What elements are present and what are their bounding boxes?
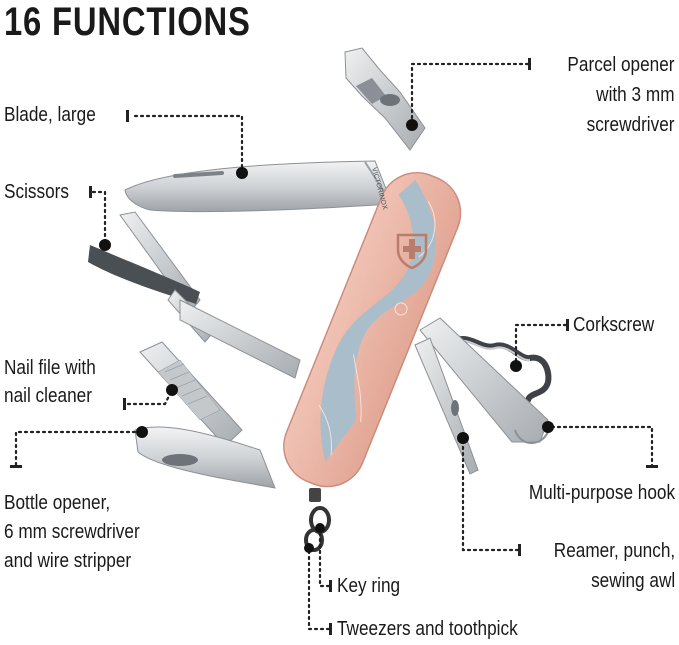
bottle-opener-tool [134,426,276,489]
leader-corkscrew [514,323,568,368]
label-scissors: Scissors [4,181,69,203]
label-corkscrew: Corkscrew [573,314,655,336]
leader-reamer [461,436,520,552]
leader-blade [133,114,244,175]
label-reamer: Reamer, punch, sewing awl [553,540,675,592]
label-nail-file: Nail file with nail cleaner [4,357,96,407]
leader-hook [546,425,654,469]
corkscrew-tool [447,335,552,403]
leader-tweezers [307,546,331,631]
leader-nail-file [126,388,174,406]
swiss-cross-shield-icon [396,233,428,270]
label-tweezers: Tweezers and toothpick [337,618,518,640]
label-key-ring: Key ring [337,575,401,597]
key-ring-icon [304,488,331,552]
label-multi-purpose-hook: Multi-purpose hook [528,482,675,504]
parcel-opener-tool [344,47,426,151]
page-title: 16 FUNCTIONS [4,0,251,44]
label-bottle-opener: Bottle opener, 6 mm screwdriver and wire… [4,492,140,572]
nail-file-tool [139,341,243,447]
label-blade-large: Blade, large [4,104,96,126]
leader-key-ring [318,526,331,588]
large-blade-tool [124,160,393,213]
label-parcel-opener: Parcel opener with 3 mm screwdriver [567,54,675,136]
leader-scissors [91,190,107,247]
leader-bottle-opener [14,430,144,467]
leader-parcel [410,62,530,127]
